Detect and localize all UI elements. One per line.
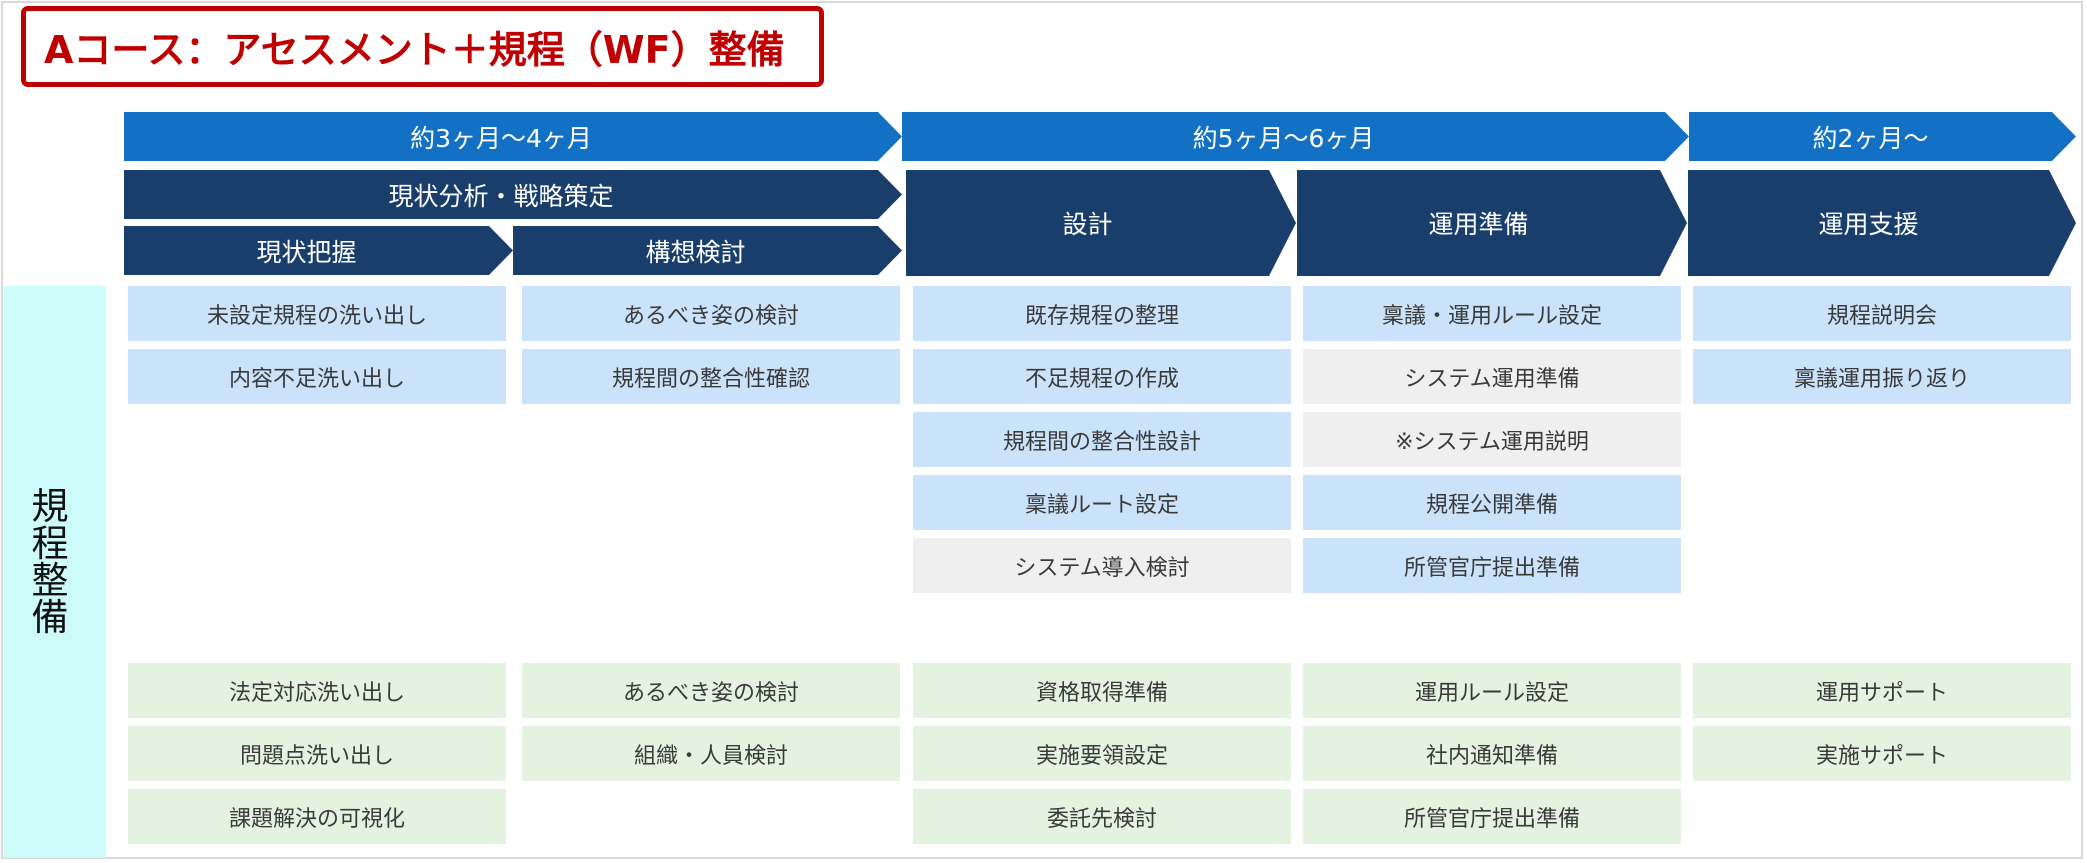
page-title: Aコース：アセスメント＋規程（WF）整備 — [44, 28, 785, 72]
period-arrow-3: 約2ヶ月～ — [1689, 112, 2076, 161]
task-box: 委託先検討 — [913, 789, 1291, 844]
phase-arrow-operation-support: 運用支援 — [1688, 170, 2076, 276]
task-box: 内容不足洗い出し — [128, 349, 506, 404]
task-box: 資格取得準備 — [913, 663, 1291, 718]
task-box: 問題点洗い出し — [128, 726, 506, 781]
task-box: 運用ルール設定 — [1303, 663, 1681, 718]
task-box: システム導入検討 — [913, 538, 1291, 593]
task-box: 稟議運用振り返り — [1693, 349, 2071, 404]
task-box: あるべき姿の検討 — [522, 663, 900, 718]
task-box: 所管官庁提出準備 — [1303, 789, 1681, 844]
task-box: 課題解決の可視化 — [128, 789, 506, 844]
task-box: 規程公開準備 — [1303, 475, 1681, 530]
task-box: システム運用準備 — [1303, 349, 1681, 404]
title-box: Aコース：アセスメント＋規程（WF）整備 — [21, 6, 824, 87]
task-box: 組織・人員検討 — [522, 726, 900, 781]
task-box: 不足規程の作成 — [913, 349, 1291, 404]
phase-arrow-design: 設計 — [906, 170, 1296, 276]
period-arrow-2: 約5ヶ月～6ヶ月 — [902, 112, 1689, 161]
phase-arrow-current-state: 現状把握 — [124, 226, 513, 275]
task-box: 運用サポート — [1693, 663, 2071, 718]
task-box: 所管官庁提出準備 — [1303, 538, 1681, 593]
task-box: 既存規程の整理 — [913, 286, 1291, 341]
phase-arrow-operation-prep: 運用準備 — [1297, 170, 1687, 276]
task-box: 稟議・運用ルール設定 — [1303, 286, 1681, 341]
task-box: 稟議ルート設定 — [913, 475, 1291, 530]
task-box: 規程説明会 — [1693, 286, 2071, 341]
task-box: あるべき姿の検討 — [522, 286, 900, 341]
task-box: ※システム運用説明 — [1303, 412, 1681, 467]
task-box: 未設定規程の洗い出し — [128, 286, 506, 341]
row-label: 規程整備 — [31, 485, 69, 639]
task-box: 法定対応洗い出し — [128, 663, 506, 718]
period-arrow-1: 約3ヶ月～4ヶ月 — [124, 112, 902, 161]
task-box: 実施サポート — [1693, 726, 2071, 781]
task-box: 実施要領設定 — [913, 726, 1291, 781]
phase-arrow-concept: 構想検討 — [513, 226, 902, 275]
task-box: 社内通知準備 — [1303, 726, 1681, 781]
row-label-band — [4, 286, 106, 858]
task-box: 規程間の整合性設計 — [913, 412, 1291, 467]
task-box: 規程間の整合性確認 — [522, 349, 900, 404]
phase-arrow-analysis: 現状分析・戦略策定 — [124, 170, 902, 219]
